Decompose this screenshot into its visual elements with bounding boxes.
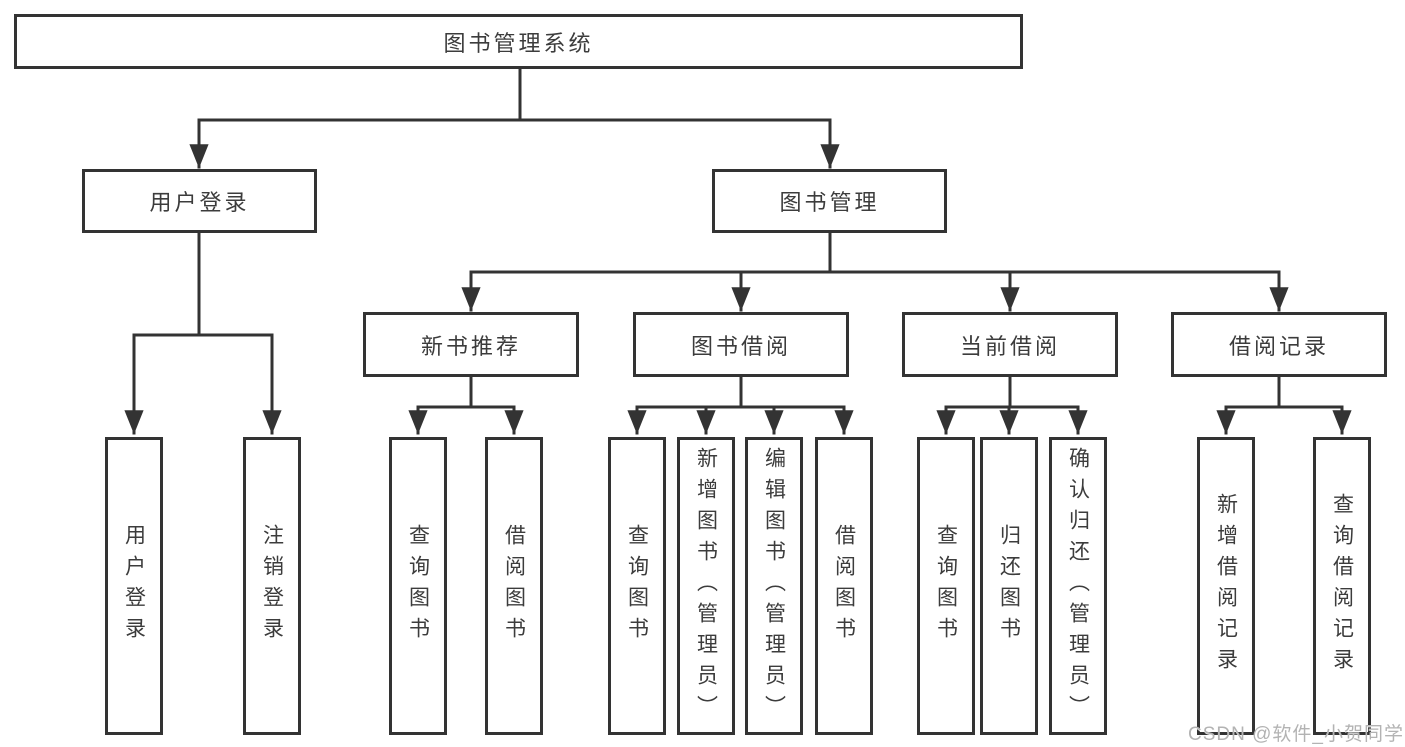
leaf-add-record: 新增借阅记录 bbox=[1197, 437, 1255, 735]
leaf-query-books-1: 查询图书 bbox=[389, 437, 447, 735]
node-new-book-recommend: 新书推荐 bbox=[363, 312, 579, 377]
leaf-borrow-books-1: 借阅图书 bbox=[485, 437, 543, 735]
leaf-edit-book: 编辑图书（管理员） bbox=[745, 437, 803, 735]
leaf-logout: 注销登录 bbox=[243, 437, 301, 735]
leaf-query-books-2: 查询图书 bbox=[608, 437, 666, 735]
leaf-confirm-return: 确认归还（管理员） bbox=[1049, 437, 1107, 735]
node-borrow-records: 借阅记录 bbox=[1171, 312, 1387, 377]
leaf-add-book: 新增图书（管理员） bbox=[677, 437, 735, 735]
node-current-borrow: 当前借阅 bbox=[902, 312, 1118, 377]
watermark: CSDN @软件_小贺同学 bbox=[1188, 724, 1404, 745]
node-user-login: 用户登录 bbox=[82, 169, 317, 233]
node-book-borrow: 图书借阅 bbox=[633, 312, 849, 377]
leaf-user-login: 用户登录 bbox=[105, 437, 163, 735]
node-root: 图书管理系统 bbox=[14, 14, 1023, 69]
leaf-borrow-books-2: 借阅图书 bbox=[815, 437, 873, 735]
leaf-query-record: 查询借阅记录 bbox=[1313, 437, 1371, 735]
leaf-query-books-3: 查询图书 bbox=[917, 437, 975, 735]
node-book-management: 图书管理 bbox=[712, 169, 947, 233]
leaf-return-book: 归还图书 bbox=[980, 437, 1038, 735]
